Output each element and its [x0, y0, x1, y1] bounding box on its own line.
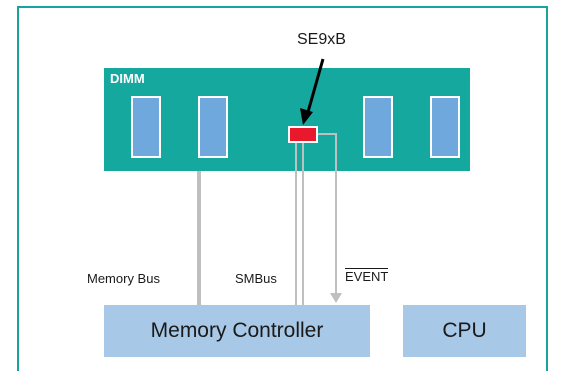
cpu-box: CPU [403, 305, 526, 357]
memory-chip-3 [363, 96, 393, 158]
event-label: EVENT [345, 268, 389, 284]
sensor-chip [288, 126, 318, 143]
dimm-label: DIMM [110, 71, 145, 86]
memory-chip-4 [430, 96, 460, 158]
event-line [318, 133, 337, 296]
frame-left-border [17, 6, 19, 371]
frame-right-border [546, 6, 548, 371]
memory-chip-2 [198, 96, 228, 158]
memory-bus-label: Memory Bus [87, 271, 160, 286]
sensor-pointer-line [306, 58, 325, 113]
smbus-label: SMBus [235, 271, 277, 286]
sensor-pointer-arrowhead [300, 108, 313, 125]
memory-controller-box: Memory Controller [104, 305, 370, 357]
dimm-module [104, 68, 470, 171]
event-arrowhead [330, 293, 342, 303]
memory-chip-1 [131, 96, 161, 158]
sensor-label: SE9xB [297, 31, 346, 48]
frame-top-border [17, 6, 548, 8]
